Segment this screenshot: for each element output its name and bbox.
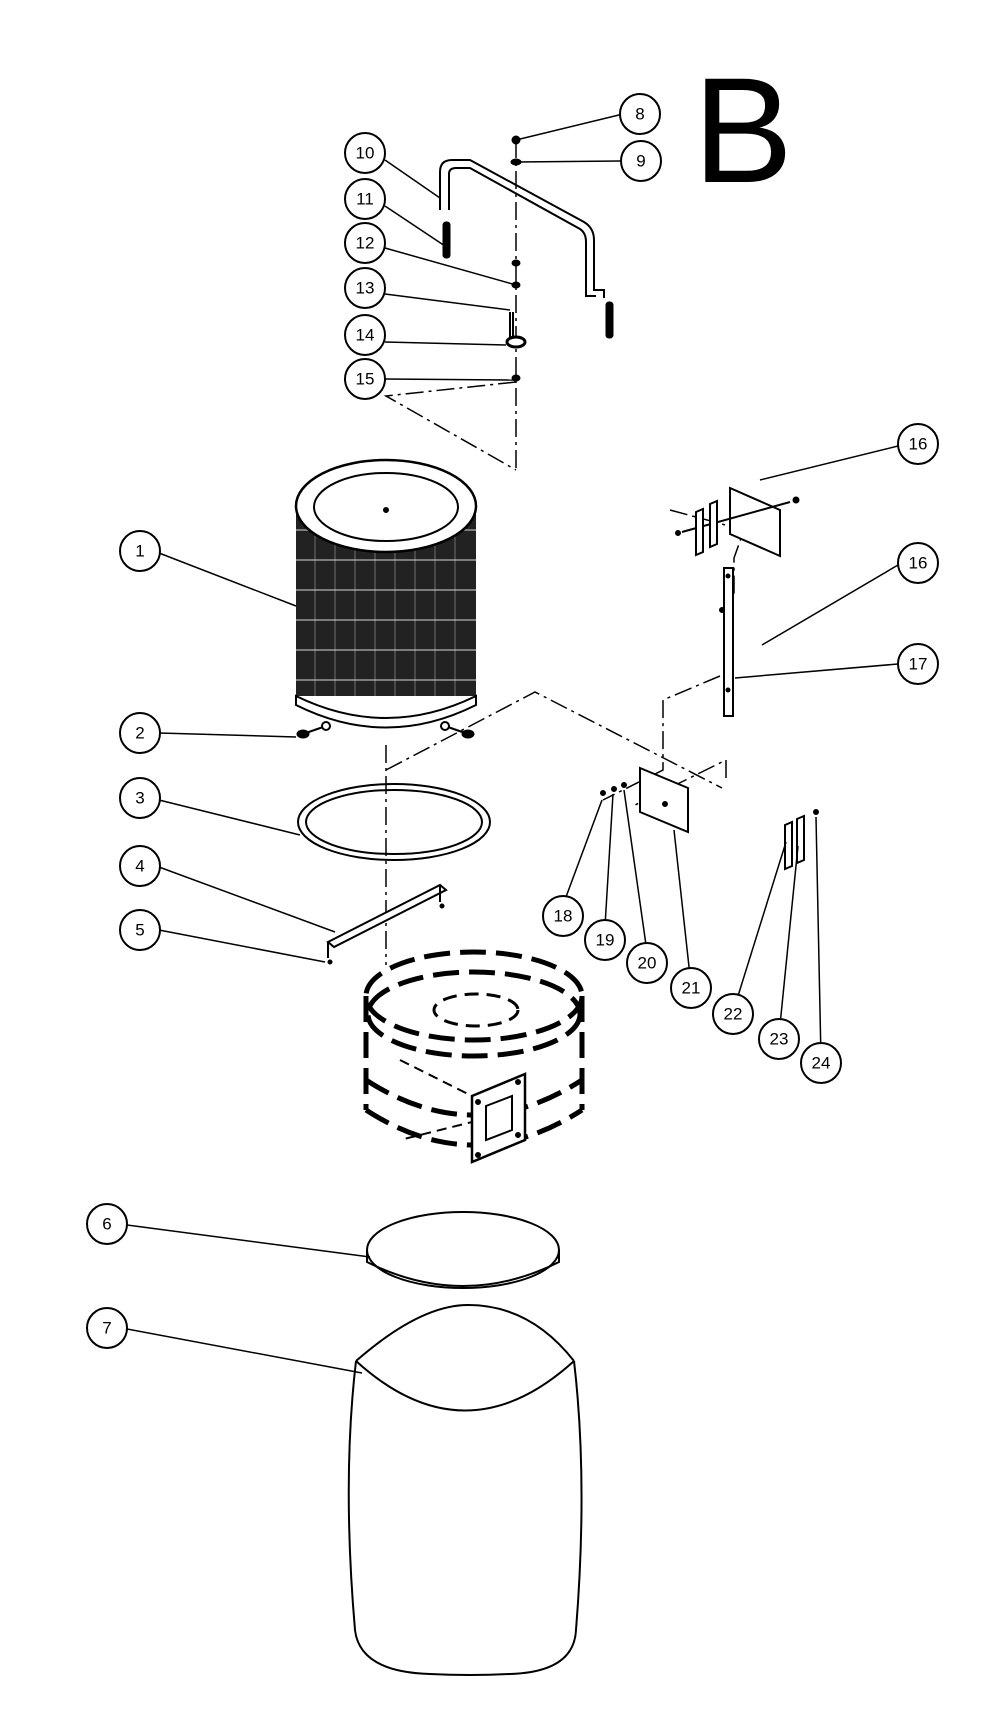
svg-text:8: 8 [635, 105, 644, 124]
svg-text:7: 7 [102, 1319, 111, 1338]
svg-text:14: 14 [356, 326, 375, 345]
gasket-ring [297, 783, 491, 861]
svg-text:23: 23 [770, 1030, 789, 1049]
callout-3: 3 [119, 777, 161, 819]
callout-7: 7 [86, 1307, 128, 1349]
filter-cartridge [294, 458, 478, 729]
svg-text:1: 1 [135, 542, 144, 561]
callout-5: 5 [119, 909, 161, 951]
svg-text:19: 19 [596, 931, 615, 950]
svg-text:4: 4 [135, 857, 144, 876]
clamp-ring [366, 1211, 560, 1289]
svg-text:3: 3 [135, 789, 144, 808]
callout-4: 4 [119, 845, 161, 887]
callout-22: 22 [712, 993, 754, 1035]
callout-6: 6 [86, 1203, 128, 1245]
handle-assembly [439, 135, 614, 382]
svg-text:16: 16 [909, 554, 928, 573]
svg-text:12: 12 [356, 234, 375, 253]
callout-21: 21 [670, 967, 712, 1009]
svg-text:9: 9 [636, 152, 645, 171]
svg-text:11: 11 [356, 190, 374, 209]
svg-text:22: 22 [724, 1005, 743, 1024]
callout-16-upper: 16 [897, 423, 939, 465]
callout-17: 17 [897, 643, 939, 685]
callout-15: 15 [344, 358, 386, 400]
callout-10: 10 [344, 132, 386, 174]
section-letter: B [693, 46, 793, 214]
svg-text:5: 5 [135, 921, 144, 940]
svg-text:13: 13 [356, 279, 375, 298]
callout-14: 14 [344, 314, 386, 356]
callout-20: 20 [626, 942, 668, 984]
svg-text:20: 20 [638, 954, 657, 973]
callout-8: 8 [619, 93, 661, 135]
callout-11: 11 [344, 178, 386, 220]
svg-text:2: 2 [135, 724, 144, 743]
svg-text:24: 24 [812, 1054, 831, 1073]
callout-2: 2 [119, 712, 161, 754]
svg-text:15: 15 [356, 370, 375, 389]
callout-24: 24 [800, 1042, 842, 1084]
svg-text:17: 17 [909, 655, 928, 674]
callout-23: 23 [758, 1018, 800, 1060]
svg-text:10: 10 [356, 144, 375, 163]
callout-18: 18 [542, 895, 584, 937]
svg-text:6: 6 [102, 1215, 111, 1234]
callout-19: 19 [584, 919, 626, 961]
svg-text:18: 18 [554, 907, 573, 926]
leader-lines [126, 113, 899, 1374]
dust-bag [347, 1303, 583, 1676]
callout-12: 12 [344, 222, 386, 264]
callout-16-lower: 16 [897, 542, 939, 584]
housing-drum [363, 949, 585, 1164]
callout-13: 13 [344, 267, 386, 309]
callout-1: 1 [119, 530, 161, 572]
svg-text:21: 21 [682, 979, 701, 998]
mounting-bracket-assembly [600, 486, 819, 871]
callout-9: 9 [620, 140, 662, 182]
filter-knobs [296, 721, 475, 739]
svg-text:16: 16 [909, 435, 928, 454]
support-bracket [326, 883, 448, 965]
